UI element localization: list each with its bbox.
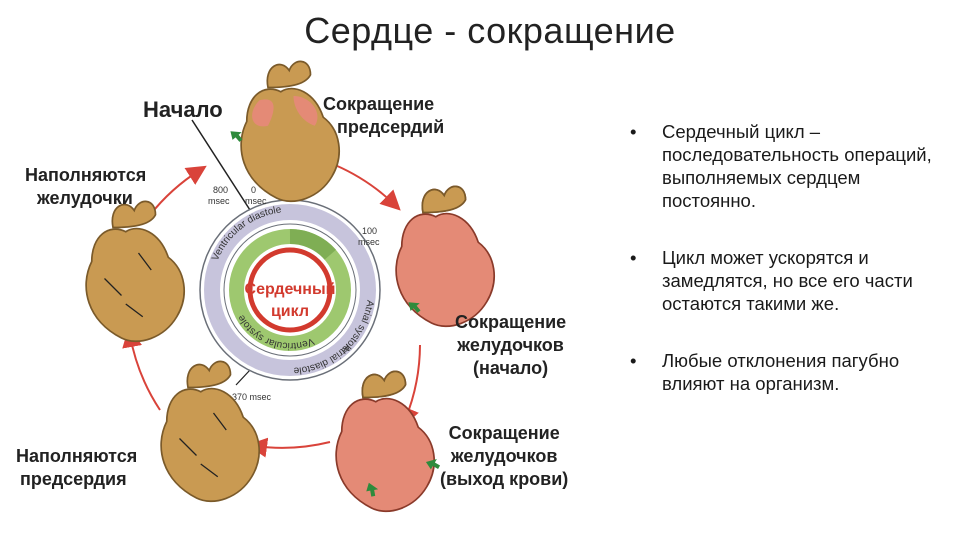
time-0-unit: msec — [245, 196, 267, 206]
label-atria-filling: Наполняются предсердия — [16, 446, 138, 489]
time-100-unit: msec — [358, 237, 380, 247]
heart-atria-filling — [160, 360, 261, 503]
label-ventricles-filling: Наполняются желудочки — [25, 165, 147, 208]
label-atrial-contraction: Сокращение предсердий — [323, 94, 445, 137]
bullet-icon: • — [630, 350, 637, 371]
end-line — [235, 369, 251, 386]
time-0: 0 — [251, 185, 256, 195]
heart-ventricular-ejection — [335, 370, 436, 513]
label-start: Начало — [143, 97, 223, 122]
center-label-line1: Сердечный — [245, 281, 336, 298]
time-800: 800 — [213, 185, 228, 195]
label-ventricular-contraction-ejection: Сокращение желудочков (выход крови) — [440, 423, 569, 489]
cardiac-cycle-diagram: Atrial systole Atrial diastole Ventricul… — [16, 60, 569, 513]
bullet-icon: • — [630, 247, 637, 268]
bullet-icon: • — [630, 121, 637, 142]
cycle-arrows — [122, 164, 421, 458]
label-ventricular-contraction-start: Сокращение желудочков (начало) — [455, 312, 567, 378]
time-100: 100 — [362, 226, 377, 236]
slide-title: Сердце - сокращение — [304, 10, 676, 51]
green-arrow-icons — [230, 131, 441, 497]
bullet-item: •Сердечный цикл – последовательность опе… — [630, 121, 932, 211]
bullet-list: •Сердечный цикл – последовательность опе… — [622, 120, 952, 429]
heart-ventricular-start — [395, 185, 496, 328]
bullet-item: •Любые отклонения пагубно влияют на орга… — [630, 350, 900, 394]
start-line — [191, 119, 251, 211]
bullet-item: •Цикл может ускорятся и замедлятся, но в… — [630, 247, 913, 314]
time-370: 370 msec — [232, 392, 272, 402]
center-label-line2: цикл — [271, 303, 309, 320]
cycle-ring — [199, 199, 381, 381]
heart-atrial-contraction — [240, 60, 341, 203]
heart-ventricles-filling — [85, 200, 186, 343]
cycle-graphic: Atrial systole Atrial diastole Ventricul… — [85, 60, 496, 513]
time-800-unit: msec — [208, 196, 230, 206]
